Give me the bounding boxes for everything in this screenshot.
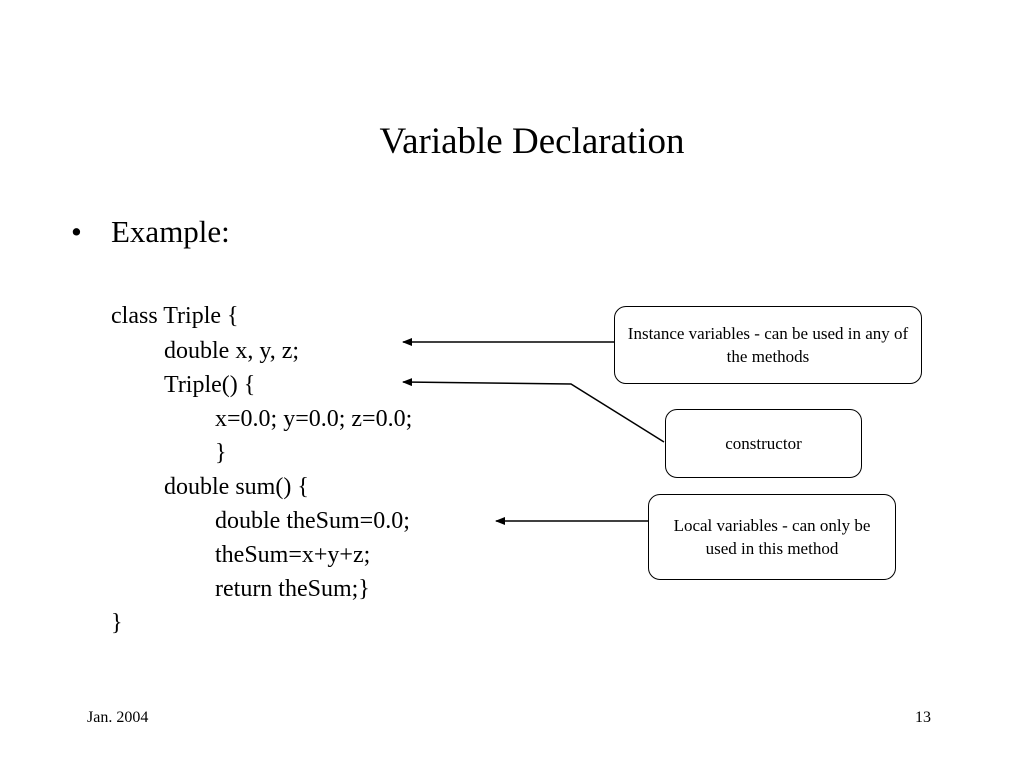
code-line: }: [111, 610, 123, 636]
code-line: double sum() {: [164, 474, 309, 500]
constructor-callout: constructor: [665, 409, 862, 478]
code-line: class Triple {: [111, 303, 239, 329]
bullet-text: Example:: [111, 214, 230, 249]
slide-title: Variable Declaration: [379, 121, 685, 162]
code-line: double theSum=0.0;: [215, 508, 410, 534]
code-line: theSum=x+y+z;: [215, 542, 371, 568]
code-line: Triple() {: [164, 372, 256, 398]
code-line: }: [215, 440, 227, 466]
instance-variables-callout: Instance variables - can be used in any …: [614, 306, 922, 384]
page-number: 13: [915, 709, 931, 726]
local-variables-callout: Local variables - can only be used in th…: [648, 494, 896, 580]
code-line: x=0.0; y=0.0; z=0.0;: [215, 406, 413, 432]
footer-date: Jan. 2004: [87, 709, 149, 726]
code-line: double x, y, z;: [164, 338, 300, 364]
bullet-marker: •: [71, 214, 82, 249]
bullet-item: • Example:: [71, 210, 230, 254]
constructor-arrow: [402, 378, 665, 443]
code-line: return theSum;}: [215, 576, 370, 602]
